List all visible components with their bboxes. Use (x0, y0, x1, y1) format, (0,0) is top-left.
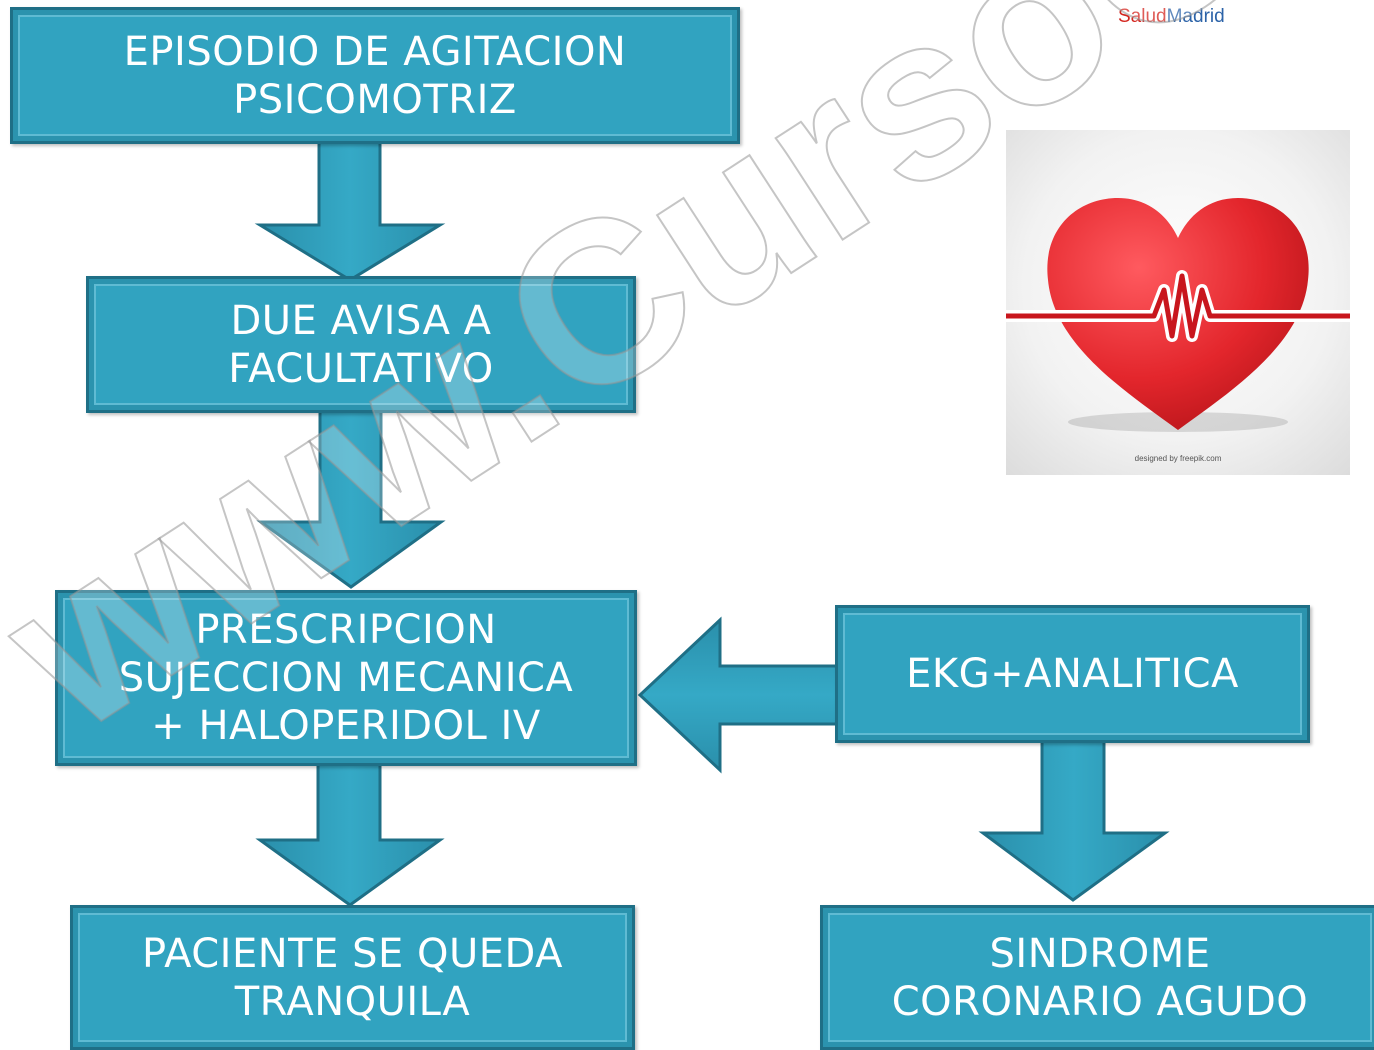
paciente-label: PACIENTE SE QUEDA TRANQUILA (142, 930, 563, 1025)
heart-ecg-icon (1006, 198, 1350, 432)
due-box: DUE AVISA A FACULTATIVO (86, 276, 636, 413)
ekg-label: EKG+ANALITICA (906, 651, 1239, 697)
episodio-label: EPISODIO DE AGITACION PSICOMOTRIZ (123, 28, 627, 123)
down-arrow-2 (256, 408, 446, 589)
due-label: DUE AVISA A FACULTATIVO (228, 297, 494, 392)
ekg-box: EKG+ANALITICA (835, 605, 1310, 743)
prescripcion-label: PRESCRIPCION SUJECCION MECANICA + HALOPE… (118, 607, 574, 749)
logo-part1: Salud (1118, 6, 1167, 27)
image-credit: designed by freepik.com (1134, 454, 1222, 463)
sindrome-box: SINDROME CORONARIO AGUDO (820, 905, 1374, 1050)
down-arrow-3 (255, 760, 445, 907)
sindrome-label: SINDROME CORONARIO AGUDO (891, 930, 1309, 1025)
prescripcion-box: PRESCRIPCION SUJECCION MECANICA + HALOPE… (55, 590, 637, 766)
logo-part2: Madrid (1166, 6, 1225, 27)
heart-image: designed by freepik.com (1006, 130, 1350, 475)
down-arrow-4 (978, 738, 1170, 902)
paciente-box: PACIENTE SE QUEDA TRANQUILA (70, 905, 635, 1050)
down-arrow-1 (254, 138, 446, 282)
left-arrow-1 (637, 616, 844, 774)
episodio-box: EPISODIO DE AGITACION PSICOMOTRIZ (10, 7, 740, 144)
saludmadrid-logo: SaludMadrid (1118, 6, 1225, 28)
